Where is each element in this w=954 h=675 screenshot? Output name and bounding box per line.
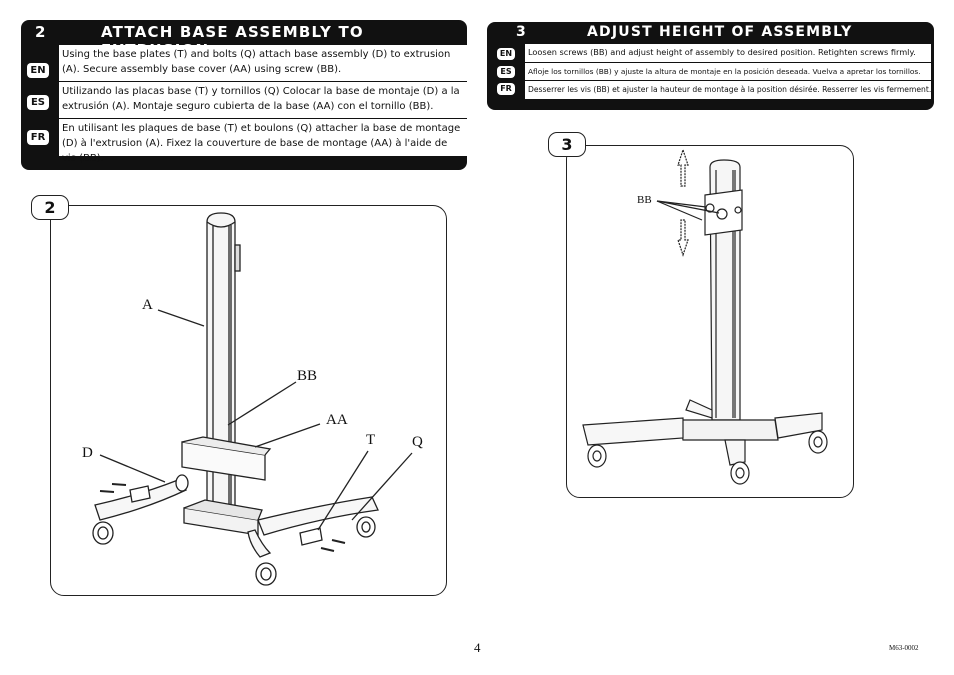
leader-q	[351, 452, 413, 521]
leader-bb-3c	[656, 200, 703, 221]
figure2-step-number: 2	[31, 195, 69, 220]
caster-right-3	[808, 430, 828, 454]
extrusion-a	[206, 212, 236, 511]
figure3-step-number: 3	[548, 132, 586, 157]
leg-left-3	[582, 417, 684, 446]
page-number: 4	[474, 640, 481, 655]
label-t: T	[366, 432, 376, 448]
section3-header: 3 ADJUST HEIGHT OF ASSEMBLY	[487, 22, 934, 44]
label-aa: AA	[326, 412, 348, 428]
section3-row-es: Afloje los tornillos (BB) y ajuste la al…	[525, 63, 931, 81]
section2-text-es: Utilizando las placas base (T) y tornill…	[62, 86, 460, 112]
mount-plate	[704, 189, 743, 236]
caster-left-3	[587, 444, 607, 468]
section2-text-fr: En utilisant les plaques de base (T) et …	[62, 123, 461, 164]
leg-front	[247, 529, 272, 558]
caster-front-3	[730, 461, 750, 485]
lang-badge-fr: FR	[27, 130, 49, 145]
label-a: A	[142, 297, 153, 313]
arrow-up-icon	[677, 148, 689, 187]
leg-front-3	[724, 439, 746, 466]
figure2-frame	[50, 205, 447, 596]
lang-badge-en: EN	[27, 63, 49, 78]
label-d: D	[82, 445, 93, 461]
bolt-q-1	[331, 539, 346, 544]
section3-text-fr: Desserrer les vis (BB) et ajuster la hau…	[528, 85, 932, 94]
section2-number: 2	[35, 23, 46, 41]
base-hub	[679, 419, 779, 441]
leader-aa	[254, 423, 321, 448]
lang-badge-en-3: EN	[497, 48, 515, 60]
caster-left-front	[92, 521, 114, 545]
lang-badge-fr-3: FR	[497, 83, 515, 95]
leader-bb	[227, 381, 297, 426]
leg-right-3	[774, 412, 823, 439]
section3-number: 3	[516, 24, 526, 40]
base-plate-t	[299, 527, 323, 546]
section3-text-es: Afloje los tornillos (BB) y ajuste la al…	[528, 67, 921, 76]
base-cover-aa-top	[181, 436, 272, 456]
section3-row-en: Loosen screws (BB) and adjust height of …	[525, 44, 931, 63]
lang-badge-es-3: ES	[497, 66, 515, 78]
leg-rear-3	[685, 399, 713, 419]
bolt-left-1	[99, 490, 115, 493]
arrow-down-icon	[677, 219, 689, 257]
lang-badge-es: ES	[27, 95, 49, 110]
label-q: Q	[412, 434, 423, 450]
bolt-left-2	[111, 483, 127, 486]
bb-screw-2	[716, 208, 728, 220]
label-bb-3: BB	[637, 194, 652, 206]
section3-row-fr: Desserrer les vis (BB) et ajuster la hau…	[525, 81, 931, 99]
leader-a	[157, 309, 205, 327]
section2-row-fr: En utilisant les plaques de base (T) et …	[59, 119, 467, 164]
side-bracket	[234, 244, 241, 272]
section2-row-en: Using the base plates (T) and bolts (Q) …	[59, 45, 467, 82]
bolt-q-2	[320, 547, 335, 552]
caster-front	[255, 562, 277, 586]
section2-row-es: Utilizando las placas base (T) y tornill…	[59, 82, 467, 119]
bb-screw-3	[734, 206, 742, 214]
caster-right	[356, 516, 376, 538]
caster-left-back	[175, 474, 189, 492]
leader-bb-3b	[656, 200, 720, 214]
label-bb: BB	[297, 368, 318, 384]
base-block-top	[183, 499, 263, 521]
section3-title: ADJUST HEIGHT OF ASSEMBLY	[587, 24, 853, 40]
doc-code: M63-0002	[889, 644, 919, 652]
leader-t	[317, 450, 369, 531]
section3-text-en: Loosen screws (BB) and adjust height of …	[528, 47, 916, 57]
base-plate-left	[129, 485, 151, 503]
extrusion-a-cap	[206, 221, 236, 228]
leader-d	[99, 454, 166, 483]
bb-screw-1	[705, 203, 715, 213]
section2-text-en: Using the base plates (T) and bolts (Q) …	[62, 49, 451, 75]
leg-right	[257, 496, 379, 536]
